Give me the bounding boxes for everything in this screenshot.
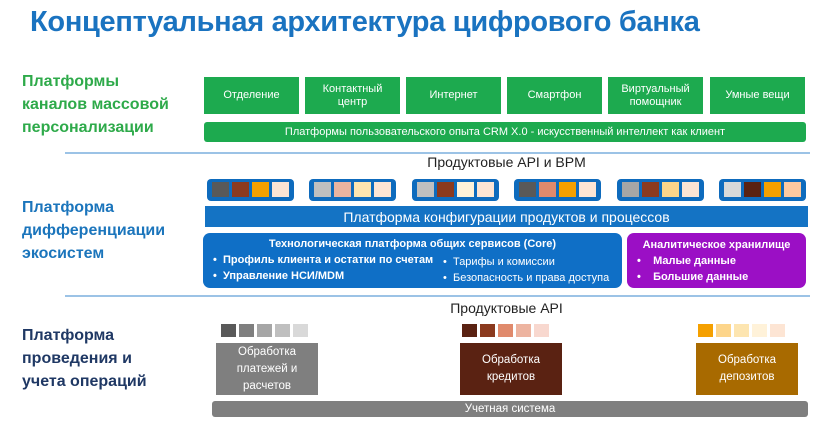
- core-item: • Профиль клиента и остатки по счетам: [213, 254, 434, 266]
- product-chip: [457, 182, 474, 197]
- channel-box: Интернет: [406, 77, 501, 114]
- product-chip: [724, 182, 741, 197]
- level-label-ecosystem: Платформа дифференциации экосистем: [22, 196, 165, 265]
- product-chip: [480, 324, 495, 337]
- product-chip: [734, 324, 749, 337]
- divider: [65, 152, 810, 154]
- product-chip: [559, 182, 576, 197]
- channel-box: Смартфон: [507, 77, 602, 114]
- credits-chips: [462, 324, 549, 337]
- channel-box: Умные вещи: [710, 77, 805, 114]
- product-chip: [682, 182, 699, 197]
- channel-box: Отделение: [204, 77, 299, 114]
- product-chip: [275, 324, 290, 337]
- product-chip-group: [207, 179, 294, 201]
- config-platform-bar: Платформа конфигурации продуктов и проце…: [205, 206, 808, 227]
- product-chip: [662, 182, 679, 197]
- product-chip: [354, 182, 371, 197]
- product-chip: [314, 182, 331, 197]
- product-chip: [437, 182, 454, 197]
- product-chip: [534, 324, 549, 337]
- product-chip: [334, 182, 351, 197]
- product-chip: [516, 324, 531, 337]
- divider: [65, 295, 810, 297]
- product-chip: [257, 324, 272, 337]
- product-chip-group: [719, 179, 806, 201]
- core-item: • Управление НСИ/MDM: [213, 270, 345, 282]
- product-chip: [293, 324, 308, 337]
- analytics-title: Аналитическое хранилище: [642, 239, 791, 251]
- accounting-system-bar: Учетная система: [212, 401, 808, 417]
- product-chip: [374, 182, 391, 197]
- product-chip: [239, 324, 254, 337]
- level-label-channels: Платформы каналов массовой персонализации: [22, 70, 169, 139]
- product-chip: [477, 182, 494, 197]
- label-line: Платформа: [22, 199, 115, 216]
- product-chip: [744, 182, 761, 197]
- product-chip: [698, 324, 713, 337]
- deposits-chips: [698, 324, 785, 337]
- product-chip: [622, 182, 639, 197]
- label-line: Платформы: [22, 73, 120, 90]
- label-line: каналов массовой: [22, 96, 169, 113]
- payments-chips: [221, 324, 308, 337]
- product-chip-group: [514, 179, 601, 201]
- product-chip: [752, 324, 767, 337]
- channel-box: Контактный центр: [305, 77, 400, 114]
- analytics-storage-box: Аналитическое хранилище • Малые данные •…: [627, 233, 806, 288]
- label-line: дифференциации: [22, 222, 166, 239]
- payments-processing-box: Обработка платежей и расчетов: [216, 343, 318, 395]
- analytics-item: • Малые данные: [637, 255, 736, 267]
- product-chip: [221, 324, 236, 337]
- core-item: • Безопасность и права доступа: [443, 272, 610, 284]
- core-item: • Тарифы и комиссии: [443, 256, 555, 268]
- label-line: проведения и: [22, 350, 132, 367]
- deposits-processing-box: Обработка депозитов: [696, 343, 798, 395]
- product-chip-group: [617, 179, 704, 201]
- product-chip: [642, 182, 659, 197]
- product-chip: [539, 182, 556, 197]
- product-chip: [498, 324, 513, 337]
- product-chip: [272, 182, 289, 197]
- product-chip: [212, 182, 229, 197]
- product-chip: [232, 182, 249, 197]
- analytics-item: • Большие данные: [637, 271, 749, 283]
- product-chip: [784, 182, 801, 197]
- core-title: Технологическая платформа общих сервисов…: [268, 238, 557, 250]
- page-title: Концептуальная архитектура цифрового бан…: [30, 6, 700, 38]
- product-chip: [764, 182, 781, 197]
- channel-box: Виртуальный помощник: [608, 77, 703, 114]
- label-line: экосистем: [22, 245, 105, 262]
- product-chip: [462, 324, 477, 337]
- label-line: учета операций: [22, 373, 147, 390]
- product-chip: [252, 182, 269, 197]
- level-label-operations: Платформа проведения и учета операций: [22, 324, 147, 393]
- product-chip: [579, 182, 596, 197]
- credits-processing-box: Обработка кредитов: [460, 343, 562, 395]
- label-line: Платформа: [22, 327, 115, 344]
- product-chip-group: [412, 179, 499, 201]
- product-chip: [519, 182, 536, 197]
- api-bpm-heading: Продуктовые API и BPM: [427, 154, 586, 170]
- core-platform-box: Технологическая платформа общих сервисов…: [203, 233, 622, 288]
- product-api-heading: Продуктовые API: [450, 300, 563, 316]
- crm-bar: Платформы пользовательского опыта CRM X.…: [204, 122, 806, 142]
- product-chip: [417, 182, 434, 197]
- product-chip: [770, 324, 785, 337]
- product-chip-group: [309, 179, 396, 201]
- product-chip: [716, 324, 731, 337]
- label-line: персонализации: [22, 119, 154, 136]
